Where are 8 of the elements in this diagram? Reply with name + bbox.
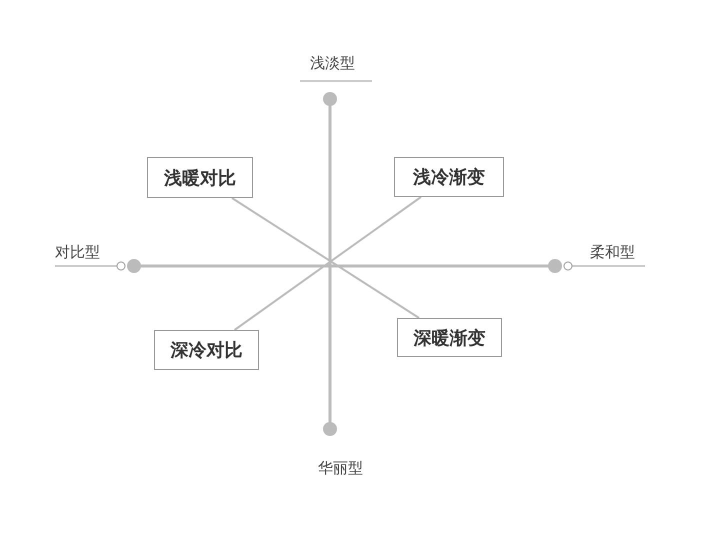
quadrant-box: 深冷对比 [154,330,259,370]
quadrant-box: 浅冷渐变 [394,157,504,197]
axis-label: 对比型 [55,243,100,262]
axis-label: 柔和型 [590,243,635,262]
axis-label: 华丽型 [318,459,363,478]
axis-label: 浅淡型 [310,54,355,73]
quadrant-box: 深暖渐变 [397,318,502,357]
quadrant-box: 浅暖对比 [147,157,253,198]
